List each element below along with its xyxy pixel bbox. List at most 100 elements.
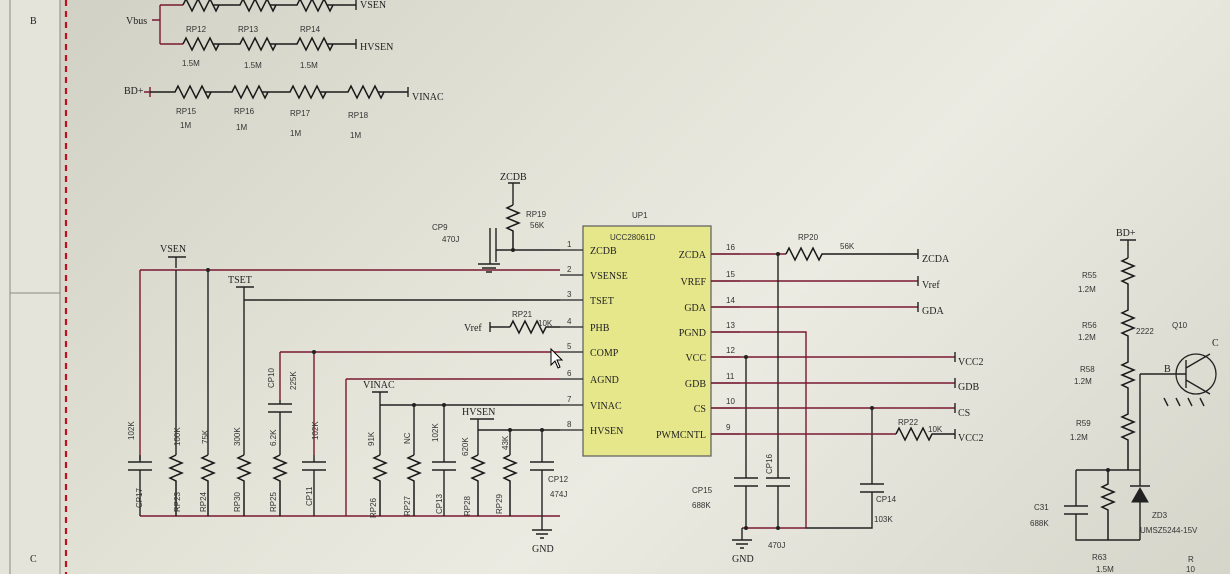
pin-name-vref: VREF (680, 277, 706, 288)
vsen-top-label: VSEN (360, 0, 386, 11)
cp12-ref: CP12 (548, 475, 569, 484)
pin-name-zcdb: ZCDB (590, 246, 617, 257)
rp19-val: 56K (530, 221, 545, 230)
r58-val: 1.2M (1074, 377, 1092, 386)
pin-name-agnd: AGND (590, 375, 619, 386)
pin-number-6: 6 (567, 369, 572, 378)
vref-net-label: Vref (464, 323, 482, 334)
cp14-ref: CP14 (876, 495, 897, 504)
top-divider-section: Vbus VSEN HVSEN RP12 RP13 RP14 1.5M 1.5M… (124, 0, 444, 140)
zone-label-c: C (30, 554, 37, 565)
vcc2a-net-label: VCC2 (958, 357, 984, 368)
r63-val: 1.5M (1096, 565, 1114, 574)
cp9-val: 470J (442, 235, 459, 244)
pin-number-8: 8 (567, 420, 572, 429)
r55-val: 1.2M (1078, 285, 1096, 294)
rp26-ref: RP26 (369, 497, 378, 518)
rp27-val: NC (403, 432, 412, 444)
zone-label-b: B (30, 16, 37, 27)
rp24-ref: RP24 (199, 491, 208, 512)
rp22-ref: RP22 (898, 418, 919, 427)
rp20-ref: RP20 (798, 233, 819, 242)
r59-ref: R59 (1076, 419, 1091, 428)
tset-net-label: TSET (228, 275, 252, 286)
rp17-ref: RP17 (290, 109, 311, 118)
zcdb-net-label: ZCDB (500, 172, 527, 183)
mouse-cursor-icon (550, 347, 564, 369)
rp30-val: 300K (233, 427, 242, 446)
vsen-net-label: VSEN (160, 244, 186, 255)
rp29-val: 43K (501, 435, 510, 450)
cp11-val: 102K (311, 421, 320, 440)
pin-name-vcc: VCC (685, 353, 706, 364)
pin-name-hvsen: HVSEN (590, 426, 623, 437)
vinac-net-label: VINAC (363, 380, 395, 391)
rp22-val: 10K (928, 425, 943, 434)
sheet-frame: B C (0, 0, 68, 574)
cp15-val: 688K (692, 501, 711, 510)
r59-note: 2222 (1136, 327, 1154, 336)
pin-number-10: 10 (726, 397, 735, 406)
cp16-ref: CP16 (765, 453, 774, 474)
rp12-val: 1.5M (182, 59, 200, 68)
rp23-val: 100K (173, 427, 182, 446)
pin-name-gda: GDA (684, 303, 706, 314)
pin-name-tset: TSET (590, 296, 614, 307)
rp17-val: 1M (290, 129, 301, 138)
pin-name-pgnd: PGND (679, 328, 706, 339)
rp13-val: 1.5M (244, 61, 262, 70)
r59-val: 1.2M (1070, 433, 1088, 442)
ic-ucc28061d: UP1 UCC28061D (582, 211, 712, 457)
pin-name-cs: CS (694, 404, 706, 415)
right-network: RP20 56K ZCDA Vref GDA VCC2 CP15 688K CP… (692, 233, 984, 565)
pin-number-1: 1 (567, 240, 572, 249)
c31-val: 688K (1030, 519, 1049, 528)
edge-10-label: 10 (1186, 565, 1195, 574)
zd3-val: UMSZ5244-15V (1140, 526, 1198, 535)
rp16-ref: RP16 (234, 107, 255, 116)
rp21-val: 10K (538, 319, 553, 328)
vcc2b-net-label: VCC2 (958, 433, 984, 444)
rp15-ref: RP15 (176, 107, 197, 116)
rp19-ref: RP19 (526, 210, 547, 219)
rp25-val: 6.2K (269, 429, 278, 446)
cp17-val: 102K (127, 421, 136, 440)
edge-r-label: R (1188, 555, 1194, 564)
cp10-val: 225K (289, 371, 298, 390)
rp26-val: 91K (367, 431, 376, 446)
gnd-right-label: GND (732, 554, 754, 565)
rp25-ref: RP25 (269, 491, 278, 512)
pin-number-15: 15 (726, 270, 735, 279)
ic-part: UCC28061D (610, 233, 656, 242)
hvsen-top-label: HVSEN (360, 42, 393, 53)
rp16-val: 1M (236, 123, 247, 132)
vbus-label: Vbus (126, 16, 147, 27)
pin-name-vinac: VINAC (590, 401, 622, 412)
r56-val: 1.2M (1078, 333, 1096, 342)
pin-name-pwmcntl: PWMCNTL (656, 430, 706, 441)
pin-name-vsense: VSENSE (590, 271, 628, 282)
hvsen-net-label: HVSEN (462, 407, 495, 418)
rp14-ref: RP14 (300, 25, 321, 34)
cp14-val: 103K (874, 515, 893, 524)
zcda-net-label: ZCDA (922, 254, 950, 265)
pin-number-3: 3 (567, 290, 572, 299)
rp18-val: 1M (350, 131, 361, 140)
cs-net-label: CS (958, 408, 970, 419)
rp27-ref: RP27 (403, 495, 412, 516)
left-network: ZCDB RP19 56K CP9 470J VSEN TSET Vref RP… (139, 172, 560, 555)
rp15-val: 1M (180, 121, 191, 130)
rp21-ref: RP21 (512, 310, 533, 319)
pin-name-phb: PHB (590, 323, 610, 334)
c31-ref: C31 (1034, 503, 1049, 512)
cp10-ref: CP10 (267, 367, 276, 388)
ic-ref: UP1 (632, 211, 648, 220)
startup-network: BD+ R55 1.2M R56 1.2M R58 1.2M R59 1.2M … (1030, 228, 1219, 574)
pin-name-zcda: ZCDA (679, 250, 707, 261)
cp16-val: 470J (768, 541, 785, 550)
pin-number-13: 13 (726, 321, 735, 330)
r55-ref: R55 (1082, 271, 1097, 280)
gdb-net-label: GDB (958, 382, 979, 393)
rp12-ref: RP12 (186, 25, 207, 34)
